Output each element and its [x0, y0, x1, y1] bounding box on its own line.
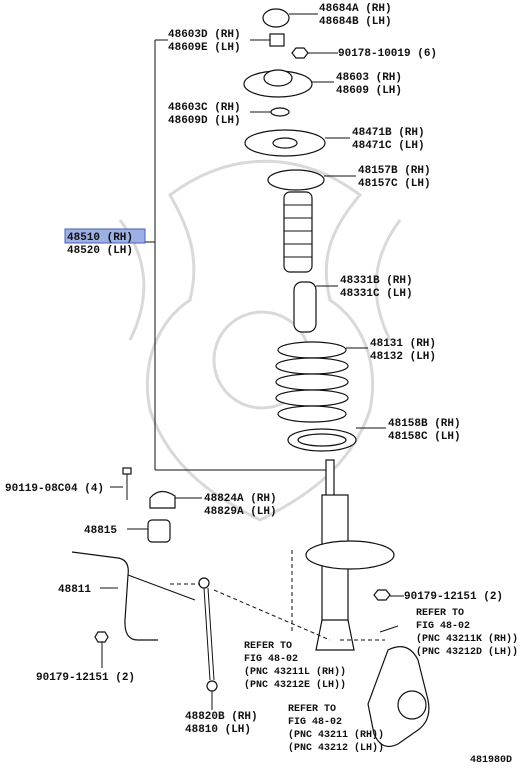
svg-text:48471C (LH): 48471C (LH) — [352, 140, 425, 152]
label-90179-right[interactable]: 90179-12151 (2) — [404, 591, 503, 603]
steering-knuckle — [291, 550, 430, 747]
label-48471[interactable]: 48471B (RH) 48471C (LH) — [352, 127, 425, 152]
label-48824[interactable]: 48824A (RH) 48829A (LH) — [204, 493, 277, 518]
svg-text:48158C (LH): 48158C (LH) — [388, 431, 461, 443]
svg-text:48684B (LH): 48684B (LH) — [319, 16, 392, 28]
diagram-id: 481980D — [470, 755, 512, 766]
stabilizer-bar — [71, 551, 196, 641]
svg-text:48131 (RH): 48131 (RH) — [370, 338, 436, 350]
label-48811[interactable]: 48811 — [58, 584, 91, 596]
svg-text:48815: 48815 — [84, 525, 117, 537]
svg-text:90179-12151 (2): 90179-12151 (2) — [36, 672, 135, 684]
svg-text:48609E (LH): 48609E (LH) — [168, 42, 241, 54]
svg-text:48829A (LH): 48829A (LH) — [204, 506, 277, 518]
svg-text:48609 (LH): 48609 (LH) — [336, 85, 402, 97]
label-48603c[interactable]: 48603C (RH) 48609D (LH) — [168, 102, 241, 127]
svg-text:90178-10019 (6): 90178-10019 (6) — [338, 48, 437, 60]
svg-text:48132 (LH): 48132 (LH) — [370, 351, 436, 363]
mount-cap — [262, 8, 318, 28]
label-48815[interactable]: 48815 — [84, 525, 117, 537]
mount-nut — [291, 47, 338, 59]
svg-text:48820B (RH): 48820B (RH) — [185, 711, 258, 723]
bump-stopper — [293, 281, 338, 333]
svg-text:48609D (LH): 48609D (LH) — [168, 115, 241, 127]
label-ref1[interactable]: REFER TO FIG 48-02 (PNC 43211K (RH)) (PN… — [416, 608, 518, 658]
upper-support — [243, 69, 334, 98]
svg-text:(PNC 43211 (RH)): (PNC 43211 (RH)) — [288, 729, 384, 741]
svg-text:48520 (LH): 48520 (LH) — [67, 245, 133, 257]
label-48820[interactable]: 48820B (RH) 48810 (LH) — [185, 711, 258, 736]
label-48331[interactable]: 48331B (RH) 48331C (LH) — [340, 275, 413, 300]
svg-text:FIG 48-02: FIG 48-02 — [416, 621, 470, 632]
svg-text:48603D (RH): 48603D (RH) — [168, 29, 241, 41]
label-ref2[interactable]: REFER TO FIG 48-02 (PNC 43211L (RH)) (PN… — [244, 641, 346, 691]
label-48158[interactable]: 48158B (RH) 48158C (LH) — [388, 418, 461, 443]
label-48157[interactable]: 48157B (RH) 48157C (LH) — [358, 165, 431, 190]
svg-text:48811: 48811 — [58, 584, 91, 596]
bracket-48824 — [149, 490, 202, 509]
dust-seal — [250, 107, 290, 117]
label-48603[interactable]: 48603 (RH) 48609 (LH) — [336, 72, 402, 97]
assembly-bracket — [145, 39, 330, 471]
bump-boot — [283, 191, 313, 273]
coil-spring — [275, 341, 368, 423]
svg-text:(PNC 43211L (RH)): (PNC 43211L (RH)) — [244, 666, 346, 678]
svg-text:FIG 48-02: FIG 48-02 — [288, 717, 342, 728]
svg-text:(PNC 43212D (LH)): (PNC 43212D (LH)) — [416, 646, 518, 658]
spring-seat-lower — [287, 427, 386, 452]
label-90179-left[interactable]: 90179-12151 (2) — [36, 672, 135, 684]
svg-text:48810 (LH): 48810 (LH) — [185, 724, 251, 736]
spring-seat-upper — [244, 129, 350, 157]
svg-text:REFER TO: REFER TO — [416, 608, 464, 619]
label-48131[interactable]: 48131 (RH) 48132 (LH) — [370, 338, 436, 363]
watermark-emblem — [118, 159, 402, 522]
svg-text:48331C (LH): 48331C (LH) — [340, 288, 413, 300]
svg-text:48824A (RH): 48824A (RH) — [204, 493, 277, 505]
shock-absorber — [305, 459, 395, 651]
svg-text:48684A (RH): 48684A (RH) — [319, 3, 392, 15]
bolt-90119 — [110, 467, 132, 500]
label-90178[interactable]: 90178-10019 (6) — [338, 48, 437, 60]
svg-text:90119-08C04 (4): 90119-08C04 (4) — [5, 483, 104, 495]
svg-text:48471B (RH): 48471B (RH) — [352, 127, 425, 139]
svg-text:(PNC 43212E (LH)): (PNC 43212E (LH)) — [244, 679, 346, 691]
label-90119[interactable]: 90119-08C04 (4) — [5, 483, 104, 495]
label-48684[interactable]: 48684A (RH) 48684B (LH) — [319, 3, 392, 28]
svg-text:(PNC 43212 (LH)): (PNC 43212 (LH)) — [288, 742, 384, 754]
bushing-48815 — [127, 519, 171, 543]
svg-text:48331B (RH): 48331B (RH) — [340, 275, 413, 287]
label-ref3[interactable]: REFER TO FIG 48-02 (PNC 43211 (RH)) (PNC… — [288, 704, 384, 754]
svg-text:FIG 48-02: FIG 48-02 — [244, 654, 298, 665]
svg-text:(PNC 43211K (RH)): (PNC 43211K (RH)) — [416, 633, 518, 645]
spring-insulator — [267, 169, 356, 191]
label-48603d[interactable]: 48603D (RH) 48609E (LH) — [168, 29, 241, 54]
svg-text:48158B (RH): 48158B (RH) — [388, 418, 461, 430]
svg-text:48157C (LH): 48157C (LH) — [358, 178, 431, 190]
svg-text:REFER TO: REFER TO — [244, 641, 292, 652]
svg-text:48603 (RH): 48603 (RH) — [336, 72, 402, 84]
highlight-48510 — [64, 228, 146, 244]
svg-text:48157B (RH): 48157B (RH) — [358, 165, 431, 177]
svg-text:90179-12151 (2): 90179-12151 (2) — [404, 591, 503, 603]
stabilizer-link — [170, 577, 331, 710]
nut-90179-left — [94, 631, 109, 668]
label-48510[interactable]: 48510 (RH) 48520 (LH) — [67, 232, 133, 257]
strut-nut — [250, 33, 285, 47]
svg-text:48603C (RH): 48603C (RH) — [168, 102, 241, 114]
svg-text:REFER TO: REFER TO — [288, 704, 336, 715]
svg-text:48510 (RH): 48510 (RH) — [67, 232, 133, 244]
nut-90179-right — [373, 589, 404, 601]
